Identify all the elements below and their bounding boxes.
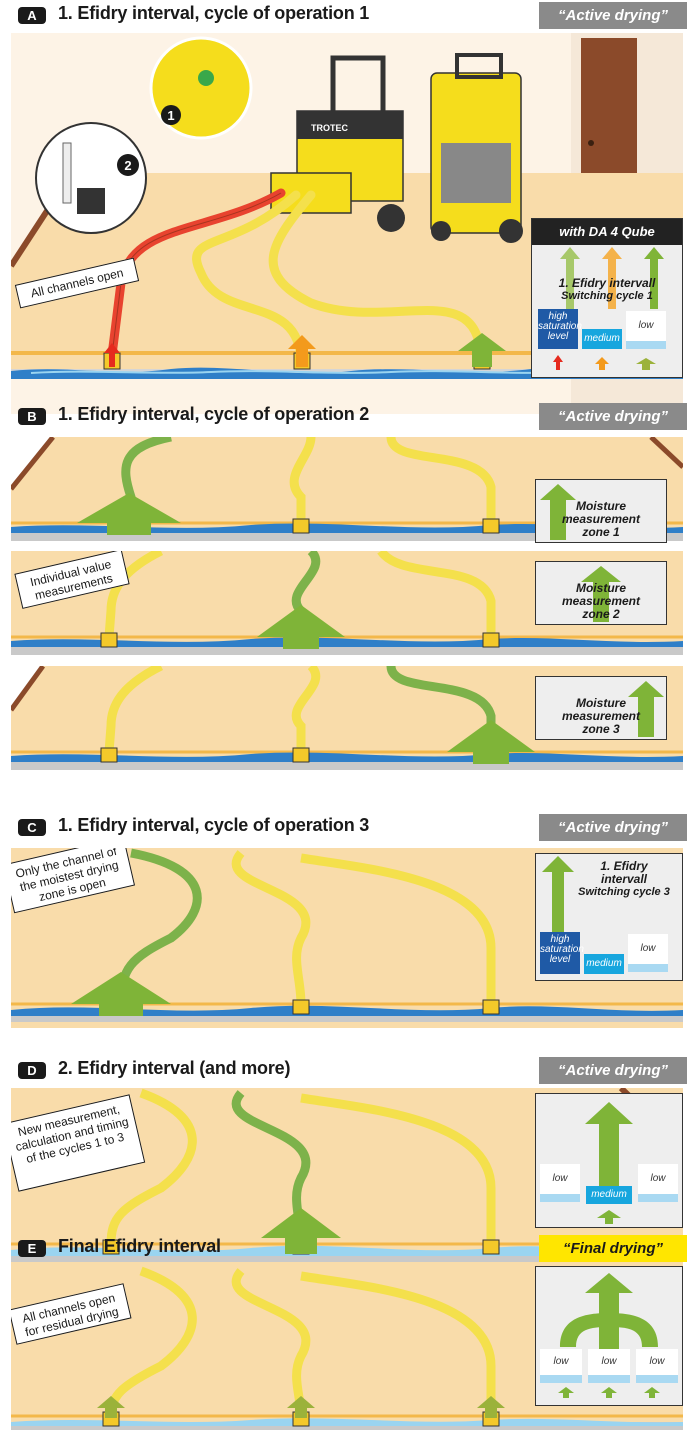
panel-b-zone3: Moisture measurement zone 3	[535, 676, 667, 740]
panel-d: low medium low	[535, 1093, 683, 1228]
scene-e-drawing	[11, 1266, 683, 1430]
level-medium: medium	[586, 1186, 632, 1204]
section-e: E Final Efidry interval “Final drying” A…	[0, 1233, 687, 1430]
arrow-green	[447, 720, 535, 764]
panel-a-arrows	[560, 247, 664, 309]
section-badge: E	[18, 1240, 46, 1257]
drying-mode-label: “Active drying”	[539, 814, 687, 841]
section-d-header: D 2. Efidry interval (and more) “Active …	[0, 1055, 687, 1085]
scene-d-drawing	[11, 1088, 683, 1268]
scene-c-drawing	[11, 848, 683, 1028]
section-badge: A	[18, 7, 46, 24]
section-a-header: A 1. Efidry interval, cycle of operation…	[0, 0, 687, 30]
scene-b-zone3: Moisture measurement zone 3	[11, 666, 683, 778]
scene-a: TROTEC 1 2	[11, 33, 683, 414]
scene-c: Only the channel of the moistest drying …	[11, 848, 683, 1030]
arrow-green	[257, 605, 345, 649]
level-low: low	[628, 934, 668, 964]
arrow-red	[104, 343, 120, 367]
arrow-green	[458, 333, 506, 367]
section-e-header: E Final Efidry interval “Final drying”	[0, 1233, 687, 1263]
arrow-orange	[288, 335, 316, 367]
section-title: 1. Efidry interval, cycle of operation 2	[58, 404, 370, 424]
section-badge: D	[18, 1062, 46, 1079]
section-c-header: C 1. Efidry interval, cycle of operation…	[0, 812, 687, 842]
level-low-right: low	[638, 1164, 678, 1194]
level-low-right-bar	[636, 1375, 678, 1383]
panel-b-zone1: Moisture measurement zone 1	[535, 479, 667, 543]
marker-one: 1	[167, 108, 174, 123]
level-low-left-bar	[540, 1194, 580, 1202]
section-a: A 1. Efidry interval, cycle of operation…	[0, 0, 687, 414]
section-c: C 1. Efidry interval, cycle of operation…	[0, 812, 687, 1037]
section-title: Final Efidry interval	[58, 1236, 221, 1256]
scene-b-zone2: Individual value measurements Moisture m…	[11, 551, 683, 663]
brand-label: TROTEC	[311, 123, 348, 133]
drying-mode-label: “Final drying”	[539, 1235, 687, 1262]
scene-b2-drawing	[11, 551, 683, 655]
section-b: B 1. Efidry interval, cycle of operation…	[0, 401, 687, 781]
section-title: 1. Efidry interval, cycle of operation 3	[58, 815, 370, 835]
panel-e: low low low	[535, 1266, 683, 1406]
scene-b3-drawing	[11, 666, 683, 770]
arrow-green	[77, 493, 181, 535]
level-high: high saturation level	[538, 309, 582, 349]
section-title: 1. Efidry interval, cycle of operation 1	[58, 3, 370, 23]
marker-two: 2	[124, 158, 131, 173]
arrow-green	[71, 972, 171, 1016]
scene-b-zone1: Moisture measurement zone 1	[11, 437, 683, 549]
level-low-left-bar	[540, 1375, 582, 1383]
panel-b-zone2: Moisture measurement zone 2	[535, 561, 667, 625]
level-low-left: low	[540, 1349, 582, 1375]
section-b-header: B 1. Efidry interval, cycle of operation…	[0, 401, 687, 431]
level-low-right-bar	[638, 1194, 678, 1202]
scene-e: All channels open for residual drying lo…	[11, 1266, 683, 1430]
level-medium: medium	[584, 954, 624, 974]
section-badge: B	[18, 408, 46, 425]
panel-c-title: 1. Efidry intervall Switching cycle 3	[578, 859, 670, 899]
panel-c: 1. Efidry intervall Switching cycle 3 hi…	[535, 853, 683, 981]
panel-a-header: with DA 4 Qube	[532, 219, 682, 245]
level-low-middle-bar	[588, 1375, 630, 1383]
hose-yellow-1	[192, 190, 306, 368]
level-medium: medium	[582, 329, 622, 349]
hose-yellow-2	[268, 190, 486, 368]
section-title: 2. Efidry interval (and more)	[58, 1058, 291, 1078]
level-low-bar	[628, 964, 668, 972]
level-low-middle: low	[588, 1349, 630, 1375]
level-low-bar	[626, 341, 666, 349]
level-low-left: low	[540, 1164, 580, 1194]
panel-a-title: 1. Efidry intervall Switching cycle 1	[558, 276, 656, 303]
section-d: D 2. Efidry interval (and more) “Active …	[0, 1055, 687, 1280]
section-badge: C	[18, 819, 46, 836]
drying-mode-label: “Active drying”	[539, 1057, 687, 1084]
wheel	[377, 204, 405, 232]
level-high: high saturation level	[540, 932, 584, 974]
detail-magnifier-2	[35, 122, 147, 234]
drying-mode-label: “Active drying”	[539, 2, 687, 29]
scene-d: New measurement, calculation and timing …	[11, 1088, 683, 1270]
drying-mode-label: “Active drying”	[539, 403, 687, 430]
scene-b1-drawing	[11, 437, 683, 541]
arrow-green	[261, 1208, 341, 1254]
level-low: low	[626, 311, 666, 341]
panel-a-mini-arrows	[553, 355, 656, 370]
level-low-right: low	[636, 1349, 678, 1375]
panel-a: with DA 4 Qube 1. Efidry intervall Switc…	[531, 218, 683, 378]
